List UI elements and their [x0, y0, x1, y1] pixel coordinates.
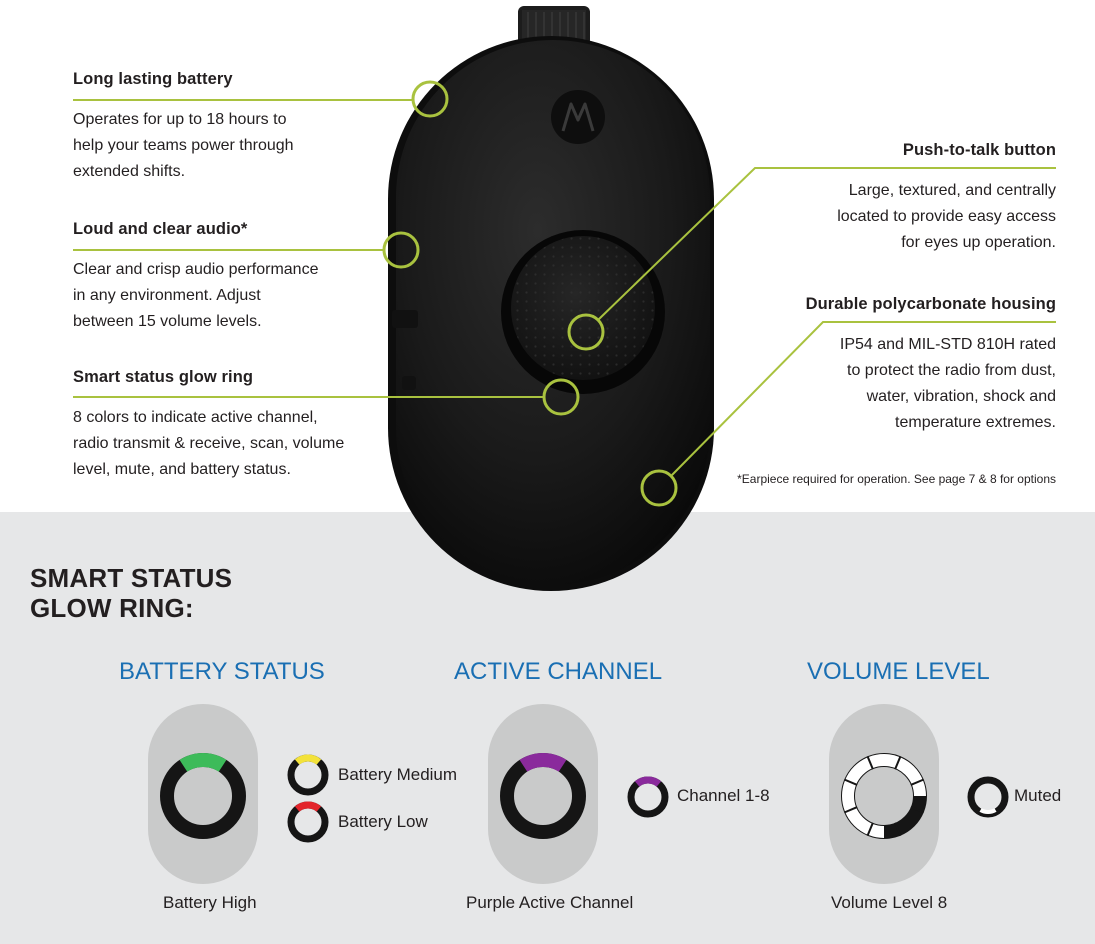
muted-label: Muted — [1014, 786, 1062, 805]
purple-channel-caption: Purple Active Channel — [466, 893, 634, 912]
earpiece-footnote: *Earpiece required for operation. See pa… — [737, 472, 1056, 486]
feature-housing-title: Durable polycarbonate housing — [805, 295, 1056, 313]
text-line: 8 colors to indicate active channel, — [73, 409, 318, 426]
battery-low-label: Battery Low — [338, 812, 428, 831]
channel-small-ring-arc — [634, 776, 662, 787]
battery-low-ring-arc — [294, 801, 322, 812]
feature-glow-ring-description: 8 colors to indicate active channel, rad… — [73, 405, 393, 483]
feature-housing: Durable polycarbonate housing IP54 and M… — [726, 295, 1056, 436]
battery-high-ring-arc — [179, 753, 227, 772]
channel-legend-label: Channel 1-8 — [677, 786, 770, 805]
battery-status-title: BATTERY STATUS — [119, 658, 325, 685]
feature-push-to-talk: Push-to-talk button Large, textured, and… — [726, 141, 1056, 256]
volume-level-panel — [829, 704, 1009, 884]
section-title-line: SMART STATUS — [30, 563, 233, 593]
feature-glow-ring: Smart status glow ring 8 colors to indic… — [73, 368, 393, 483]
volume-segment-divider — [843, 806, 858, 814]
callout-lines — [73, 99, 1056, 476]
text-line: extended shifts. — [73, 163, 186, 180]
glow-ring-section-title: SMART STATUS GLOW RING: — [30, 563, 232, 623]
feature-push-to-talk-title: Push-to-talk button — [902, 141, 1056, 159]
feature-audio: Loud and clear audio* Clear and crisp au… — [73, 220, 403, 335]
channel-ring-arc — [519, 753, 567, 772]
volume-segment-divider — [894, 822, 902, 837]
feature-battery-description: Operates for up to 18 hours to help your… — [73, 107, 403, 185]
feature-glow-ring-title: Smart status glow ring — [73, 368, 254, 386]
text-line: Operates for up to 18 hours to — [73, 111, 287, 128]
text-line: radio transmit & receive, scan, volume — [73, 435, 345, 452]
volume-level-caption: Volume Level 8 — [831, 893, 948, 912]
volume-segment-divider — [910, 806, 925, 814]
text-line: Large, textured, and centrally — [848, 182, 1056, 199]
volume-level-title: VOLUME LEVEL — [807, 658, 990, 685]
muted-ring-segment — [979, 808, 997, 814]
push-to-talk-button-graphic — [501, 230, 665, 394]
battery-medium-ring-arc — [294, 754, 322, 765]
feature-housing-description: IP54 and MIL-STD 810H rated to protect t… — [726, 332, 1056, 436]
text-line: to protect the radio from dust, — [847, 362, 1056, 379]
radio-knob — [518, 6, 590, 46]
text-line: level, mute, and battery status. — [73, 461, 291, 478]
volume-segment-divider — [866, 822, 874, 837]
active-channel-panel — [488, 704, 669, 884]
text-line: water, vibration, shock and — [866, 388, 1056, 405]
feature-push-to-talk-description: Large, textured, and centrally located t… — [726, 178, 1056, 256]
volume-segment-divider — [843, 778, 858, 786]
battery-high-caption: Battery High — [163, 893, 257, 912]
feature-audio-title: Loud and clear audio* — [73, 220, 248, 238]
callout-markers — [382, 80, 678, 507]
feature-audio-description: Clear and crisp audio performance in any… — [73, 257, 403, 335]
text-line: in any environment. Adjust — [73, 287, 261, 304]
text-line: help your teams power through — [73, 137, 294, 154]
volume-segment-divider — [910, 778, 925, 786]
battery-status-panel — [148, 704, 329, 884]
text-line: for eyes up operation. — [901, 234, 1056, 251]
text-line: between 15 volume levels. — [73, 313, 262, 330]
volume-ring — [841, 753, 927, 839]
volume-segment-divider — [894, 755, 902, 770]
section-title-line: GLOW RING: — [30, 593, 194, 623]
text-line: IP54 and MIL-STD 810H rated — [839, 336, 1056, 353]
motorola-logo-icon — [551, 90, 605, 144]
text-line: located to provide easy access — [837, 208, 1056, 225]
text-line: temperature extremes. — [895, 414, 1056, 431]
active-channel-title: ACTIVE CHANNEL — [454, 658, 663, 685]
text-line: Clear and crisp audio performance — [73, 261, 319, 278]
feature-battery: Long lasting battery Operates for up to … — [73, 70, 403, 185]
volume-segment-divider — [866, 755, 874, 770]
battery-medium-label: Battery Medium — [338, 765, 458, 784]
feature-battery-title: Long lasting battery — [73, 70, 233, 88]
